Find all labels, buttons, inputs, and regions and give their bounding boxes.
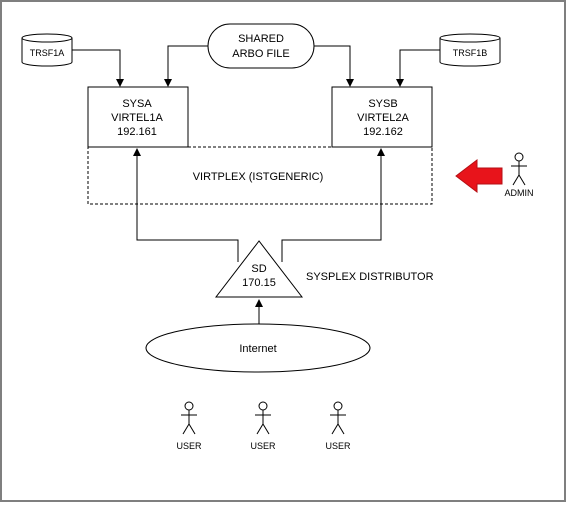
sysb-line3: 192.162 <box>363 126 403 138</box>
shared-file-line1: SHARED <box>238 33 284 45</box>
sysb-line1: SYSB <box>368 98 397 110</box>
arrow-shared-to-sysa <box>164 45 208 87</box>
sysa-line2: VIRTEL1A <box>111 112 163 124</box>
storage-trsf1b-label: TRSF1B <box>453 48 488 58</box>
sysa-box: SYSA VIRTEL1A 192.161 <box>87 86 189 148</box>
user-label: USER <box>250 441 276 451</box>
sysb-box: SYSB VIRTEL2A 192.162 <box>331 86 433 148</box>
sysa-line3: 192.161 <box>117 126 157 138</box>
sd-line1: SD <box>251 263 266 275</box>
sysplex-distributor-caption: SYSPLEX DISTRIBUTOR <box>306 271 434 283</box>
arrow-trsf1a-to-sysa <box>72 49 124 87</box>
storage-trsf1a: TRSF1A <box>21 33 73 67</box>
user-actor-icon <box>330 401 346 435</box>
user-label: USER <box>176 441 202 451</box>
admin-actor-icon <box>511 152 527 186</box>
user-actor-icon <box>181 401 197 435</box>
user-actor-icon <box>255 401 271 435</box>
internet-label: Internet <box>239 343 276 355</box>
shared-arbo-file: SHARED ARBO FILE <box>207 23 315 69</box>
user-label: USER <box>325 441 351 451</box>
admin-label: ADMIN <box>505 188 534 198</box>
virtplex-label: VIRTPLEX (ISTGENERIC) <box>193 171 324 183</box>
sysb-line2: VIRTEL2A <box>357 112 409 124</box>
internet-cloud: Internet <box>145 323 371 373</box>
arrow-sd-to-sysa <box>133 148 239 262</box>
storage-trsf1b: TRSF1B <box>439 33 501 67</box>
arrow-trsf1b-to-sysb <box>396 49 440 87</box>
arrow-sd-to-sysb <box>281 148 385 262</box>
sysplex-distributor-triangle: SD 170.15 <box>214 240 304 298</box>
admin-arrow <box>455 158 503 194</box>
sysa-line1: SYSA <box>122 98 152 110</box>
arrow-shared-to-sysb <box>314 45 354 87</box>
virtplex-box: VIRTPLEX (ISTGENERIC) <box>87 146 433 205</box>
storage-trsf1a-label: TRSF1A <box>30 48 65 58</box>
sd-line2: 170.15 <box>242 277 276 289</box>
shared-file-line2: ARBO FILE <box>232 48 289 60</box>
